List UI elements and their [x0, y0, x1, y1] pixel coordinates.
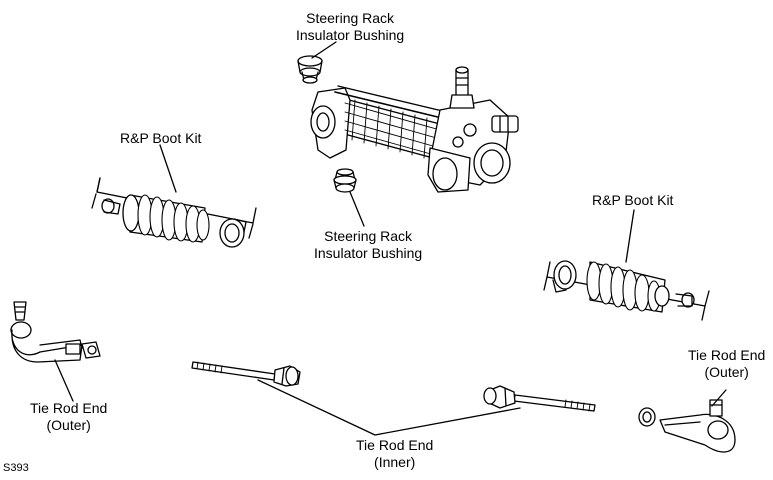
steering-rack-assembly [310, 66, 519, 193]
label-boot-kit-right: R&P Boot Kit [592, 192, 674, 208]
tie-rod-end-inner-left [191, 361, 301, 387]
tie-rod-end-outer-right [638, 399, 736, 453]
label-tie-rod-outer-right: Tie Rod End (Outer) [688, 347, 766, 380]
figure-code: S393 [3, 462, 29, 474]
label-bushing-bottom: Steering Rack Insulator Bushing [314, 228, 423, 261]
label-bushing-top: Steering Rack Insulator Bushing [296, 10, 405, 43]
insulator-bushing-top [297, 55, 323, 84]
label-tie-rod-inner: Tie Rod End (Inner) [356, 437, 434, 470]
label-tie-rod-outer-left: Tie Rod End (Outer) [30, 400, 108, 433]
insulator-bushing-bottom [333, 168, 357, 193]
boot-kit-left [91, 144, 257, 248]
boot-kit-right [543, 209, 710, 321]
leader-bushing-top [311, 41, 337, 59]
label-boot-kit-left: R&P Boot Kit [120, 130, 202, 146]
leader-tie-rod-outer-left [54, 359, 74, 402]
leader-tie-rod-outer-right [711, 389, 727, 407]
tie-rod-end-inner-right [483, 385, 596, 412]
tie-rod-end-outer-left [10, 301, 101, 363]
leader-boot-kit-left [159, 144, 177, 193]
leader-tie-rod-inner [257, 379, 521, 436]
leader-bushing-bottom [349, 191, 365, 227]
leader-boot-kit-right [625, 209, 635, 263]
